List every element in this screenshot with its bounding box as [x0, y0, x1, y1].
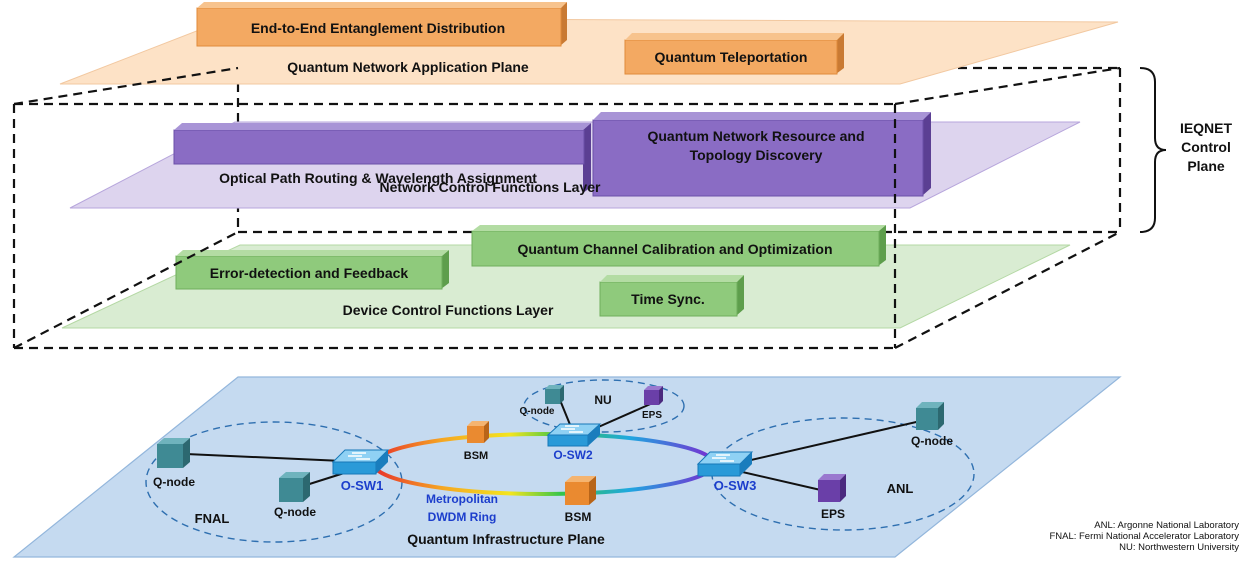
qnode-fnal-2[interactable] — [279, 472, 310, 502]
ring-label-line2: DWDM Ring — [428, 510, 497, 524]
switch-label-1: O-SW1 — [341, 478, 384, 493]
optical-switch-1[interactable] — [331, 449, 390, 475]
site-label-nu: NU — [594, 393, 611, 407]
legend-fnal: FNAL: Fermi National Accelerator Laborat… — [1049, 531, 1239, 542]
network-control-layer-title: Network Control Functions Layer — [380, 179, 601, 195]
infrastructure-plane-title: Quantum Infrastructure Plane — [407, 531, 605, 547]
net-box-resource-label-line2: Topology Discovery — [690, 147, 823, 163]
eps-nu-label: EPS — [642, 410, 662, 421]
qnode-fnal-1-label: Q-node — [153, 475, 195, 489]
dev-box-time-sync-label: Time Sync. — [631, 291, 705, 307]
qnode-fnal-2-label: Q-node — [274, 505, 316, 519]
bsm-lower[interactable] — [565, 476, 596, 505]
control-plane-label-line1: IEQNET — [1180, 120, 1233, 136]
qnode-anl-label: Q-node — [911, 434, 953, 448]
bsm-upper[interactable] — [467, 421, 489, 443]
app-box-teleportation[interactable] — [624, 33, 844, 75]
site-nu-boundary — [523, 379, 685, 433]
dev-box-calibration-label: Quantum Channel Calibration and Optimiza… — [517, 241, 832, 257]
net-box-resource-label-line1: Quantum Network Resource and — [647, 128, 864, 144]
ring-label-line1: Metropolitan — [426, 492, 498, 506]
eps-anl-label: EPS — [821, 507, 845, 521]
qnode-anl[interactable] — [916, 402, 944, 430]
qnode-fnal-1[interactable] — [157, 438, 190, 468]
control-plane-label-line3: Plane — [1187, 158, 1225, 174]
app-box-entanglement[interactable] — [196, 2, 567, 47]
dev-box-time-sync[interactable] — [599, 275, 744, 317]
bsm-upper-label: BSM — [464, 450, 488, 462]
legend-nu: NU: Northwestern University — [1119, 542, 1239, 553]
site-label-fnal: FNAL — [195, 511, 230, 526]
control-plane-label-line2: Control — [1181, 139, 1231, 155]
eps-anl[interactable] — [818, 474, 846, 502]
abbreviation-legend: ANL: Argonne National Laboratory FNAL: F… — [1049, 520, 1239, 553]
application-plane-title: Quantum Network Application Plane — [287, 59, 529, 75]
net-box-resource-discovery[interactable] — [592, 112, 931, 197]
optical-switch-3[interactable] — [696, 451, 754, 477]
switch-label-2: O-SW2 — [553, 448, 593, 462]
qnode-nu[interactable] — [545, 385, 564, 404]
control-plane-box-front — [12, 66, 1121, 350]
control-plane-brace — [1139, 67, 1167, 233]
net-box-routing-label: Optical Path Routing & Wavelength Assign… — [219, 170, 537, 186]
site-label-anl: ANL — [887, 481, 914, 496]
optical-switch-2[interactable] — [546, 423, 602, 447]
dev-box-error-detection[interactable] — [175, 250, 449, 290]
net-box-routing[interactable] — [173, 123, 591, 193]
app-box-teleportation-label: Quantum Teleportation — [655, 49, 808, 65]
qnode-nu-label: Q-node — [520, 406, 555, 417]
switch-label-3: O-SW3 — [714, 478, 757, 493]
app-box-entanglement-label: End-to-End Entanglement Distribution — [251, 20, 505, 36]
dev-box-error-detection-label: Error-detection and Feedback — [210, 265, 409, 281]
eps-nu[interactable] — [644, 386, 663, 405]
dev-box-calibration[interactable] — [471, 225, 886, 267]
device-control-layer-title: Device Control Functions Layer — [343, 302, 554, 318]
bsm-lower-label: BSM — [565, 510, 592, 524]
legend-anl: ANL: Argonne National Laboratory — [1094, 520, 1239, 531]
